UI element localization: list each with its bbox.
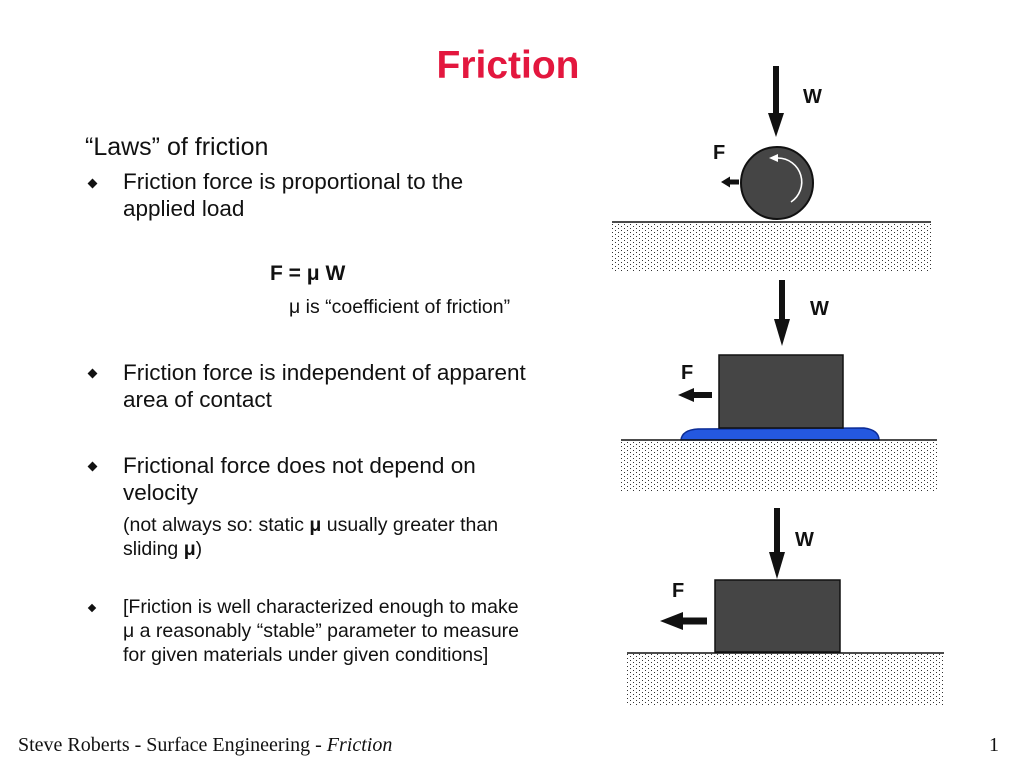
- friction-force-arrow: [721, 176, 739, 188]
- bullet-line: area of contact: [123, 387, 272, 412]
- equation-note: μ is “coefficient of friction”: [289, 295, 511, 318]
- lubricated-block-diagram: W F: [621, 280, 937, 492]
- bullet-line: Friction force is proportional to the: [123, 169, 464, 194]
- lubricant-layer-icon: [680, 427, 880, 441]
- rolling-ball-diagram: W F: [612, 66, 933, 272]
- load-label: W: [810, 298, 829, 320]
- note-text: sliding: [123, 537, 184, 560]
- slide-title: Friction: [436, 44, 580, 87]
- block-icon: [714, 579, 841, 653]
- friction-force-label: F: [713, 142, 725, 164]
- page-number: 1: [989, 734, 999, 756]
- ground-surface: [621, 439, 937, 492]
- load-label: W: [795, 529, 814, 551]
- sliding-block-diagram: W F: [627, 508, 944, 705]
- velocity-note-line: sliding μ): [123, 537, 203, 560]
- note-text: usually greater than: [321, 513, 499, 536]
- bullet-line: [Friction is well characterized enough t…: [123, 595, 519, 618]
- friction-force-arrow: [660, 612, 707, 630]
- footer-topic: Friction: [326, 734, 393, 756]
- load-arrow: [774, 280, 790, 346]
- footer-text: Steve Roberts - Surface Engineering -: [18, 734, 327, 756]
- friction-force-arrow: [678, 388, 712, 402]
- mu-symbol: μ: [309, 513, 322, 536]
- ground-surface: [612, 221, 933, 272]
- ground-surface: [627, 652, 944, 705]
- bullet-line: Friction force is independent of apparen…: [123, 360, 526, 385]
- friction-force-label: F: [672, 580, 684, 602]
- load-arrow: [768, 66, 784, 137]
- rotation-arrow-icon: [769, 154, 803, 203]
- load-arrow: [769, 508, 785, 579]
- load-label: W: [803, 86, 822, 108]
- block-icon: [718, 354, 844, 429]
- bullet-line: velocity: [123, 480, 199, 505]
- velocity-note-line: (not always so: static μ usually greater…: [123, 513, 499, 536]
- friction-equation: F = μ W: [270, 262, 346, 285]
- note-text: ): [195, 537, 203, 560]
- slide-footer: Steve Roberts - Surface Engineering - Fr…: [18, 735, 392, 755]
- note-text: (not always so: static: [123, 513, 310, 536]
- friction-force-label: F: [681, 362, 693, 384]
- section-heading: “Laws” of friction: [85, 133, 269, 161]
- mu-symbol: μ: [183, 537, 196, 560]
- bullet-line: applied load: [123, 196, 245, 221]
- bullet-line: Frictional force does not depend on: [123, 453, 476, 478]
- bullet-line: μ a reasonably “stable” parameter to mea…: [123, 619, 520, 642]
- bullet-line: for given materials under given conditio…: [123, 643, 489, 666]
